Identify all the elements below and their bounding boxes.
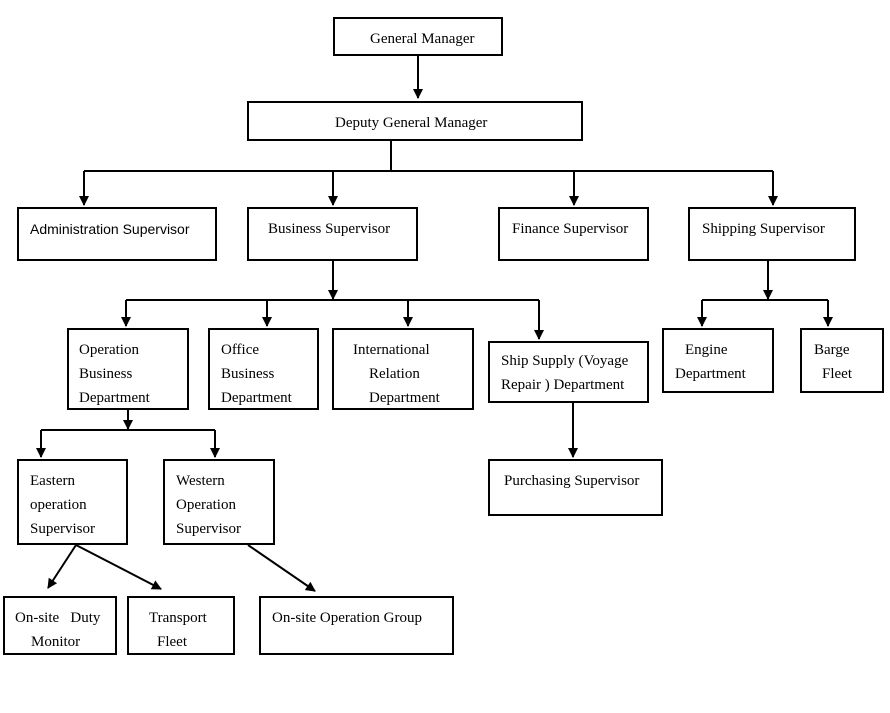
eastern-operation-supervisor-line-2: operation <box>30 497 87 513</box>
transport-fleet-line-2: Fleet <box>157 634 187 650</box>
administration-supervisor-label: Administration Supervisor <box>30 221 190 237</box>
western-operation-supervisor-box: Western Operation Supervisor <box>163 459 275 545</box>
deputy-general-manager-box: Deputy General Manager <box>247 101 583 141</box>
onsite-operation-group-box: On-site Operation Group <box>259 596 454 655</box>
international-relation-department-line-2: Relation <box>369 366 420 382</box>
edge-business-to-departments <box>121 260 544 340</box>
operation-business-department-line-3: Department <box>79 390 150 406</box>
eastern-operation-supervisor-line-1: Eastern <box>30 473 75 489</box>
shipping-supervisor-label: Shipping Supervisor <box>702 221 825 237</box>
international-relation-department-box: International Relation Department <box>332 328 474 410</box>
operation-business-department-box: Operation Business Department <box>67 328 189 410</box>
barge-fleet-line-2: Fleet <box>822 366 852 382</box>
general-manager-box: General Manager <box>333 17 503 56</box>
onsite-duty-monitor-line-1: On-site Duty <box>15 610 101 626</box>
office-business-department-line-3: Department <box>221 390 292 406</box>
operation-business-department-line-1: Operation <box>79 342 139 358</box>
engine-department-line-2: Department <box>675 366 746 382</box>
edge-eastern-to-units <box>47 544 162 590</box>
international-relation-department-line-1: International <box>353 342 430 358</box>
transport-fleet-box: Transport Fleet <box>127 596 235 655</box>
edge-shipping-to-departments <box>697 260 833 327</box>
finance-supervisor-label: Finance Supervisor <box>512 221 629 237</box>
onsite-duty-monitor-box: On-site Duty Monitor <box>3 596 117 655</box>
office-business-department-line-1: Office <box>221 342 260 358</box>
office-business-department-box: Office Business Department <box>208 328 319 410</box>
administration-supervisor-box: Administration Supervisor <box>17 207 217 261</box>
ship-supply-department-box: Ship Supply (Voyage Repair ) Department <box>488 341 649 403</box>
western-operation-supervisor-line-1: Western <box>176 473 225 489</box>
edge-western-to-onsite-group <box>247 544 316 592</box>
western-operation-supervisor-line-2: Operation <box>176 497 236 513</box>
onsite-duty-monitor-line-2: Monitor <box>31 634 81 650</box>
purchasing-supervisor-box: Purchasing Supervisor <box>488 459 663 516</box>
purchasing-supervisor-label: Purchasing Supervisor <box>504 473 640 489</box>
transport-fleet-line-1: Transport <box>149 610 207 626</box>
operation-business-department-line-2: Business <box>79 366 133 382</box>
deputy-general-manager-label: Deputy General Manager <box>335 115 488 131</box>
international-relation-department-line-3: Department <box>369 390 440 406</box>
finance-supervisor-box: Finance Supervisor <box>498 207 649 261</box>
business-supervisor-label: Business Supervisor <box>268 221 391 237</box>
ship-supply-department-line-2: Repair ) Department <box>501 377 625 393</box>
edge-deputy-to-supervisors <box>79 140 778 206</box>
shipping-supervisor-box: Shipping Supervisor <box>688 207 856 261</box>
general-manager-label: General Manager <box>370 31 475 47</box>
barge-fleet-line-1: Barge <box>814 342 850 358</box>
barge-fleet-box: Barge Fleet <box>800 328 884 393</box>
western-operation-supervisor-line-3: Supervisor <box>176 521 241 537</box>
onsite-operation-group-label: On-site Operation Group <box>272 610 422 626</box>
engine-department-box: Engine Department <box>662 328 774 393</box>
ship-supply-department-line-1: Ship Supply (Voyage <box>501 353 629 369</box>
engine-department-line-1: Engine <box>685 342 728 358</box>
business-supervisor-box: Business Supervisor <box>247 207 418 261</box>
eastern-operation-supervisor-line-3: Supervisor <box>30 521 95 537</box>
eastern-operation-supervisor-box: Eastern operation Supervisor <box>17 459 128 545</box>
office-business-department-line-2: Business <box>221 366 275 382</box>
